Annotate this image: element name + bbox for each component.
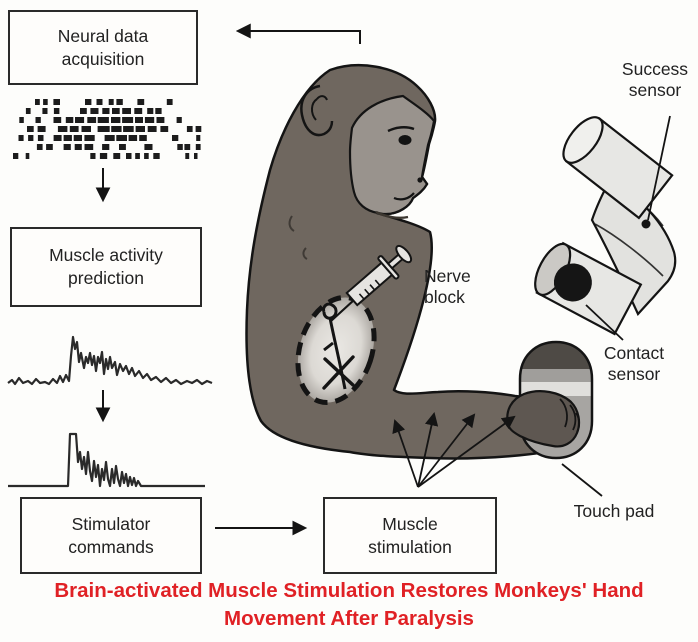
monkey-neck-line bbox=[375, 210, 409, 219]
touch-pad-leader-line bbox=[561, 463, 603, 497]
figure-caption: Brain-activated Muscle Stimulation Resto… bbox=[54, 579, 644, 631]
success-sensor-dot bbox=[641, 219, 651, 229]
stimulator-command-trace bbox=[8, 432, 205, 488]
flow-box-label: Muscle stimulation bbox=[368, 513, 452, 557]
nerve-block-x-icon bbox=[322, 355, 355, 390]
apparatus-upper-cylinder bbox=[562, 116, 674, 220]
spike-raster-plot bbox=[13, 99, 202, 159]
flow-box-muscle-stimulation: Muscle stimulation bbox=[323, 497, 497, 574]
flow-box-label: Neural data acquisition bbox=[57, 25, 149, 69]
monkey-eyebrow bbox=[387, 126, 415, 133]
feedback-arrow bbox=[235, 23, 361, 44]
robotic-test-apparatus bbox=[534, 116, 677, 336]
monkey-face bbox=[348, 94, 436, 216]
monkey-nostril bbox=[417, 177, 423, 183]
monkey-eye bbox=[398, 135, 412, 145]
contact-sensor-label: Contact sensor bbox=[603, 343, 665, 385]
flow-box-neural-data-acquisition: Neural data acquisition bbox=[8, 10, 198, 85]
nerve-block-label: Nerve block bbox=[424, 266, 471, 308]
stimulation-fan-arrows bbox=[392, 412, 516, 488]
touch-pad-label: Touch pad bbox=[573, 501, 655, 521]
contact-sensor-leader-line bbox=[585, 304, 624, 341]
predicted-emg-trace bbox=[7, 335, 213, 386]
nerve-icon bbox=[322, 302, 347, 390]
flow-box-label: Stimulator commands bbox=[68, 513, 154, 557]
apparatus-elbow-sleeve bbox=[590, 178, 677, 316]
success-sensor-leader-line bbox=[647, 115, 671, 221]
flow-box-stimulator-commands: Stimulator commands bbox=[20, 497, 202, 574]
success-sensor-label: Success sensor bbox=[621, 59, 689, 101]
monkey-ear bbox=[300, 84, 334, 137]
syringe-icon bbox=[330, 244, 413, 322]
apparatus-lower-tube bbox=[534, 241, 643, 336]
flow-box-muscle-activity-prediction: Muscle activity prediction bbox=[10, 227, 202, 307]
monkey-mouth bbox=[393, 192, 415, 201]
monkey-hand bbox=[506, 390, 581, 448]
flow-box-label: Muscle activity prediction bbox=[49, 245, 163, 288]
monkey-illustration bbox=[245, 64, 568, 460]
contact-sensor-ball bbox=[553, 263, 592, 302]
shoulder-fur-lines bbox=[288, 215, 308, 260]
